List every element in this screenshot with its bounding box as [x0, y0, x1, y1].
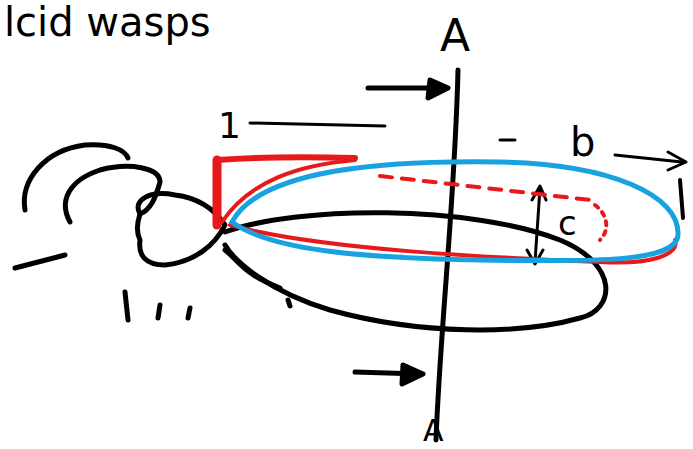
red-dashed — [380, 176, 590, 200]
arrowhead — [668, 152, 686, 170]
blue-wing — [232, 162, 678, 261]
wing-vein — [225, 250, 280, 288]
red-dashed — [595, 205, 606, 240]
thorax-outline — [137, 194, 225, 265]
wing-outline — [225, 213, 606, 330]
section-label: A — [440, 14, 470, 58]
leg-stroke — [188, 308, 190, 318]
red-edge — [217, 157, 355, 160]
antenna-stroke — [15, 255, 65, 268]
end-mark — [680, 180, 683, 218]
dimension-c — [535, 188, 540, 262]
section-label: A — [423, 416, 444, 446]
length-mark — [250, 123, 385, 126]
leg-stroke — [288, 300, 290, 306]
title-text: lcid wasps — [4, 2, 211, 42]
dimension-label: c — [558, 206, 577, 240]
eye-outline — [65, 166, 160, 222]
dimension-label: b — [570, 122, 595, 162]
head-outline — [24, 145, 128, 210]
leg-stroke — [125, 292, 128, 320]
leg-stroke — [158, 305, 160, 318]
length-mark — [500, 139, 515, 142]
arrowhead — [402, 365, 423, 384]
arrowhead — [428, 80, 448, 98]
length-arrow — [615, 155, 682, 162]
red-edge — [213, 160, 222, 225]
length-label: 1 — [218, 108, 241, 144]
